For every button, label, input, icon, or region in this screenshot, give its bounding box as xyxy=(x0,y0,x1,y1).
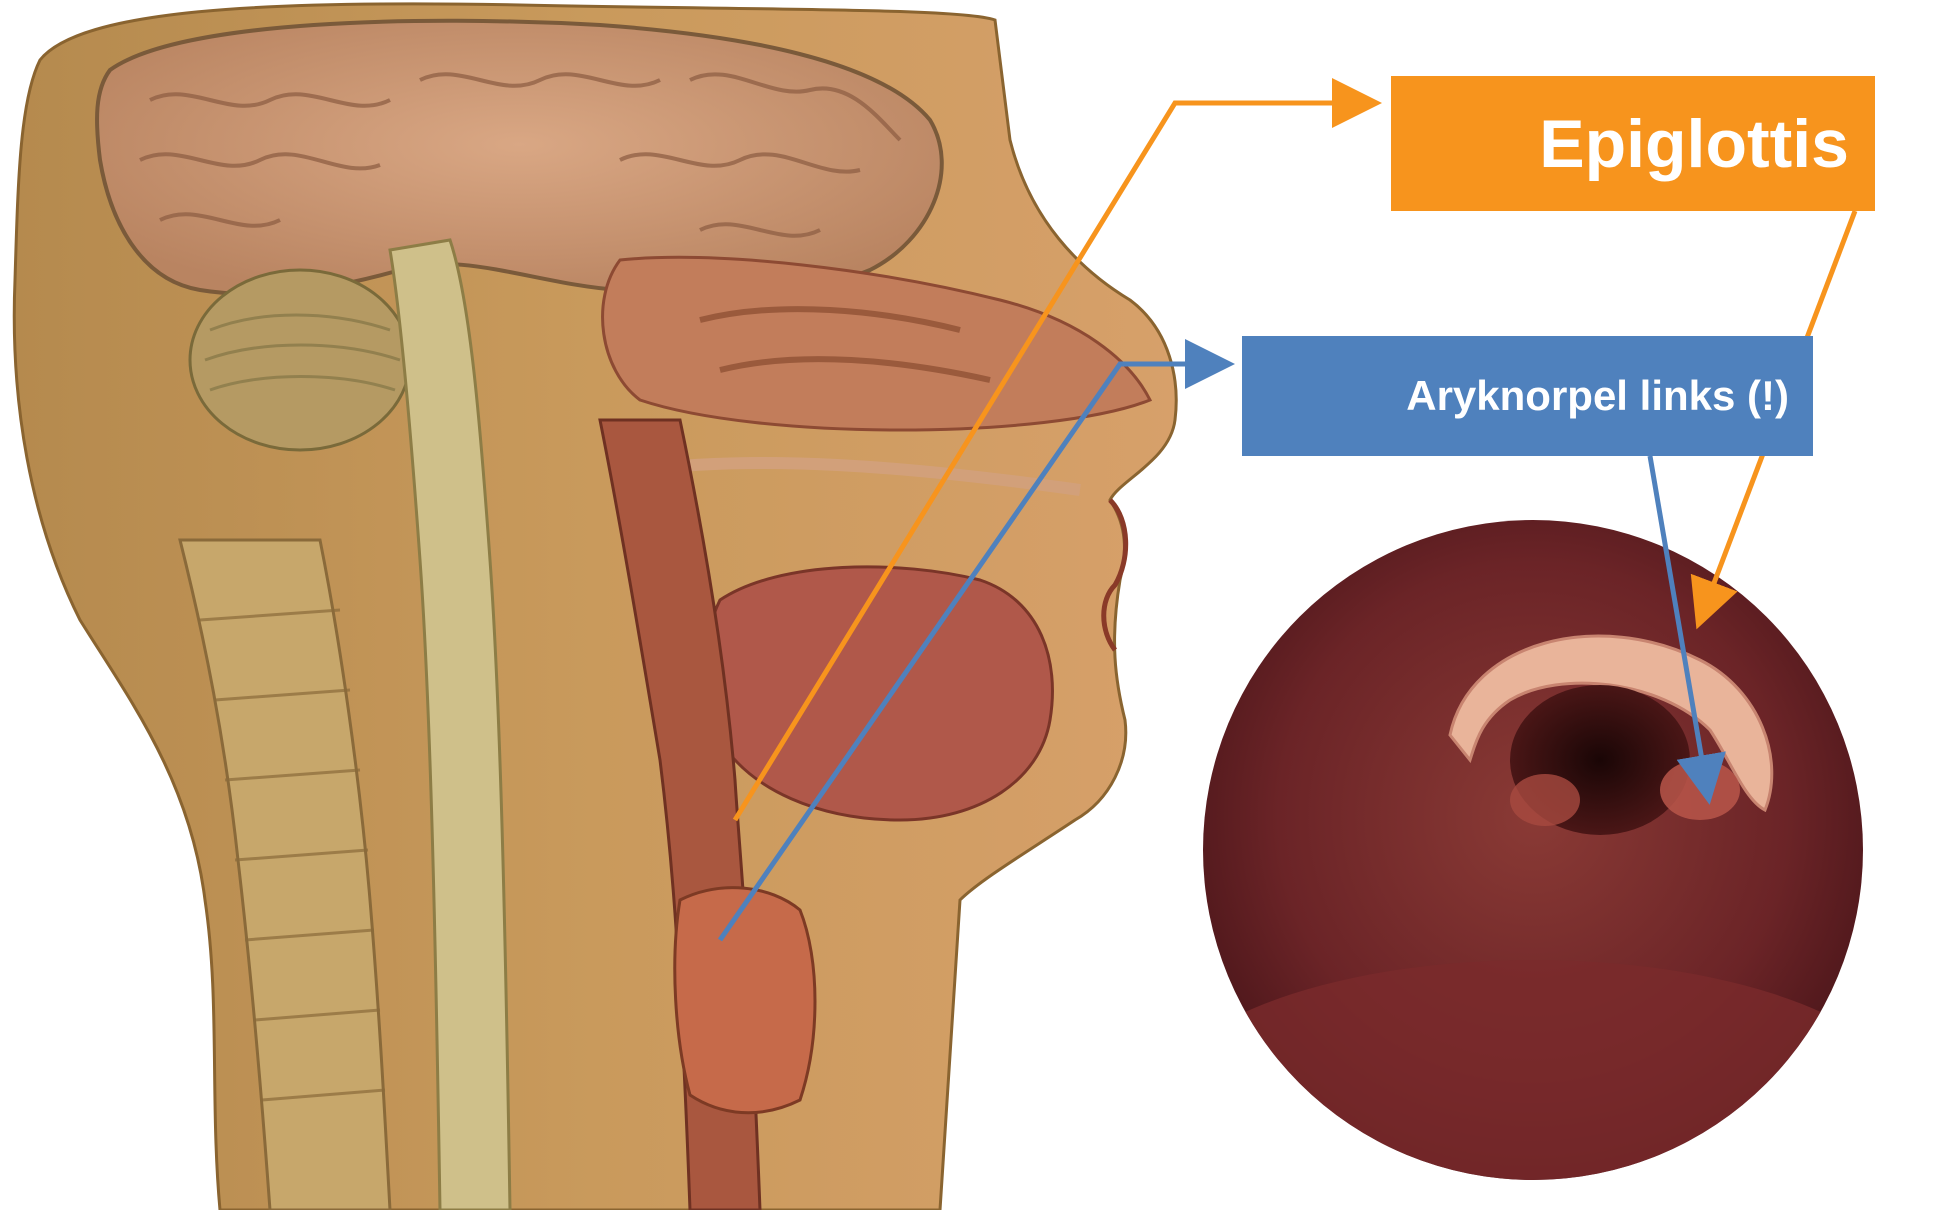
arytenoid-cartilage xyxy=(1660,760,1740,820)
endoscopic-view xyxy=(1153,520,1913,1210)
arytenoid-label-box: Aryknorpel links (!) xyxy=(1242,336,1813,456)
epiglottis-label-box: Epiglottis xyxy=(1391,76,1875,211)
larynx xyxy=(675,888,815,1113)
arytenoid-cartilage-right xyxy=(1510,774,1580,826)
brain xyxy=(97,21,942,296)
sagittal-head-illustration xyxy=(14,4,1176,1210)
cerebellum xyxy=(190,270,410,450)
epiglottis-label: Epiglottis xyxy=(1539,105,1849,183)
arytenoid-label: Aryknorpel links (!) xyxy=(1406,372,1789,420)
